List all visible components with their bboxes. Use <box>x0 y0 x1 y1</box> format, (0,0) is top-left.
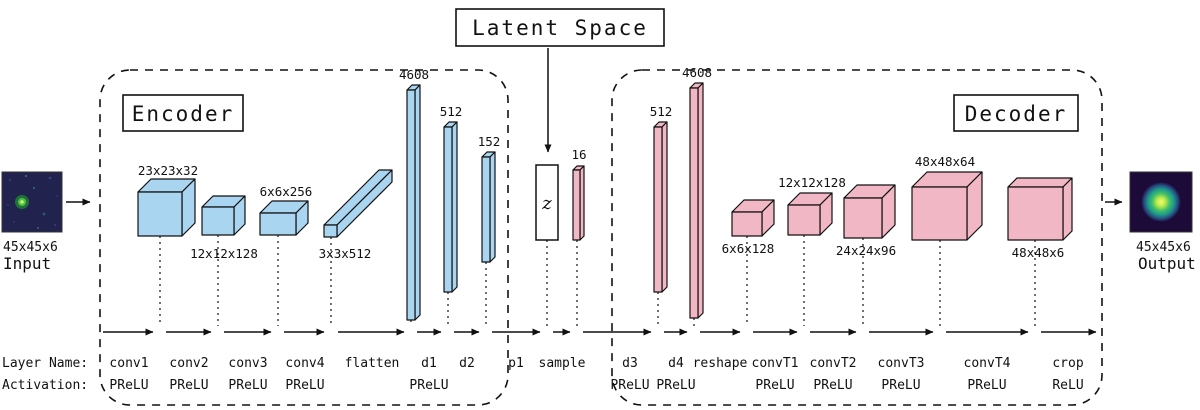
layer-name-d3: d3 <box>622 356 638 371</box>
output-label: Output <box>1138 254 1196 273</box>
decoder-title-box: Decoder <box>953 94 1079 132</box>
conv2-dims: 12x12x128 <box>190 246 258 261</box>
latent-dims: 16 <box>571 147 586 162</box>
activation-convT2: PReLU <box>813 378 852 393</box>
conv2-cube <box>201 195 246 236</box>
d4-bar <box>689 82 704 319</box>
latent-space-title-box: Latent Space <box>455 8 665 47</box>
activation-row-label: Activation: <box>2 378 88 393</box>
dotted-drop-lines <box>159 235 1036 326</box>
activation-convT4: PReLU <box>967 378 1006 393</box>
layer-name-d2: d2 <box>459 356 475 371</box>
input-image-background <box>1 171 63 233</box>
layer-name-convT2: convT2 <box>810 356 857 371</box>
conv1-dims: 23x23x32 <box>138 163 198 178</box>
d4-dims: 4608 <box>682 65 712 80</box>
activation-conv1: PReLU <box>109 378 148 393</box>
activation-convT1: PReLU <box>755 378 794 393</box>
d2-bar <box>481 151 496 263</box>
convT2-dims: 24x24x96 <box>836 243 896 258</box>
conv3-dims: 6x6x256 <box>260 184 313 199</box>
layer-name-conv3: conv3 <box>228 356 267 371</box>
flatten-dims: 4608 <box>399 67 429 82</box>
input-image <box>1 171 63 233</box>
activation-crop: ReLU <box>1052 378 1083 393</box>
d2-dims: 152 <box>478 134 501 149</box>
activation-d3: PReLU <box>610 378 649 393</box>
encoder-dashed-border <box>99 69 509 406</box>
convT2-cube <box>843 184 896 239</box>
activation-d4: PReLU <box>656 378 695 393</box>
input-dims-label: 45x45x6 <box>3 240 58 255</box>
d3-dims: 512 <box>650 104 673 119</box>
flatten-bar <box>406 84 421 321</box>
layer-name-row-label: Layer Name: <box>2 356 88 371</box>
decoder-dashed-border <box>611 69 1103 406</box>
input-image-noise <box>6 175 59 229</box>
convT3-dims: 48x48x64 <box>915 154 975 169</box>
layer-name-crop: crop <box>1052 356 1083 371</box>
encoder-title: Encoder <box>132 102 235 126</box>
d3-bar <box>653 121 668 293</box>
activation-conv2: PReLU <box>169 378 208 393</box>
layer-name-convT4: convT4 <box>964 356 1011 371</box>
convT1-dims: 12x12x128 <box>778 175 846 190</box>
input-label: Input <box>3 254 51 273</box>
layer-name-flatten: flatten <box>345 356 400 371</box>
layer-name-conv2: conv2 <box>169 356 208 371</box>
decoder-shapes <box>653 82 1073 319</box>
d1-dims: 512 <box>440 104 463 119</box>
activation-convT3: PReLU <box>881 378 920 393</box>
layer-name-sample: sample <box>539 356 586 371</box>
activation-conv4: PReLU <box>285 378 324 393</box>
latent-sample-bar <box>572 165 585 241</box>
conv4-rod <box>323 169 393 238</box>
layer-name-convT1: convT1 <box>752 356 799 371</box>
encoder-title-box: Encoder <box>122 94 244 132</box>
encoder-shapes <box>137 84 496 321</box>
activation-row: PReLU PReLU PReLU PReLU PReLU PReLU PReL… <box>109 378 1083 393</box>
output-image <box>1129 171 1193 233</box>
convT3-cube <box>911 171 983 241</box>
convT4-cube <box>1007 177 1073 241</box>
decoder-title: Decoder <box>965 102 1068 126</box>
convT1-cube <box>787 192 833 236</box>
output-source-blob <box>1141 182 1181 222</box>
layer-name-row: conv1 conv2 conv3 conv4 flatten d1 d2 p1… <box>109 356 1083 371</box>
layer-name-p1: p1 <box>508 356 524 371</box>
latent-space-title: Latent Space <box>472 16 648 40</box>
layer-name-reshape: reshape <box>693 356 748 371</box>
layer-name-conv1: conv1 <box>109 356 148 371</box>
conv1-cube <box>137 178 196 237</box>
latent-z-rect: z <box>535 164 559 241</box>
layer-name-convT3: convT3 <box>878 356 925 371</box>
input-source-blob <box>15 195 29 209</box>
layer-name-d4: d4 <box>668 356 684 371</box>
layer-name-d1: d1 <box>421 356 437 371</box>
layer-name-conv4: conv4 <box>285 356 324 371</box>
latent-z-label: z <box>541 193 552 214</box>
d1-bar <box>443 121 458 293</box>
reshape-cube <box>731 199 775 237</box>
convT4-dims: 48x48x6 <box>1012 245 1065 260</box>
output-dims-label: 45x45x6 <box>1136 240 1191 255</box>
activation-d1: PReLU <box>409 378 448 393</box>
conv3-slab <box>259 200 309 236</box>
activation-conv3: PReLU <box>228 378 267 393</box>
conv4-dims: 3x3x512 <box>319 246 372 261</box>
reshape-dims: 6x6x128 <box>722 241 775 256</box>
